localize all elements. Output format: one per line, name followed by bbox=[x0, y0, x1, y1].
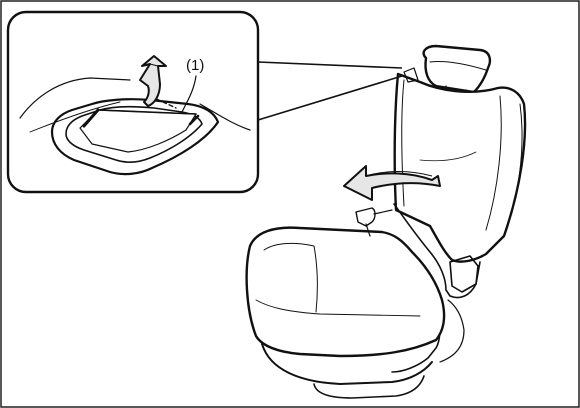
headrest bbox=[424, 46, 490, 92]
seat-illustration bbox=[247, 46, 525, 398]
inset-leader-lines bbox=[258, 62, 402, 120]
inset-frame bbox=[8, 12, 258, 192]
seat-belt-buckle bbox=[356, 208, 375, 226]
inset-detail: (1) bbox=[8, 12, 258, 192]
callout-1-label: (1) bbox=[186, 57, 204, 74]
seat-cushion bbox=[247, 228, 444, 356]
